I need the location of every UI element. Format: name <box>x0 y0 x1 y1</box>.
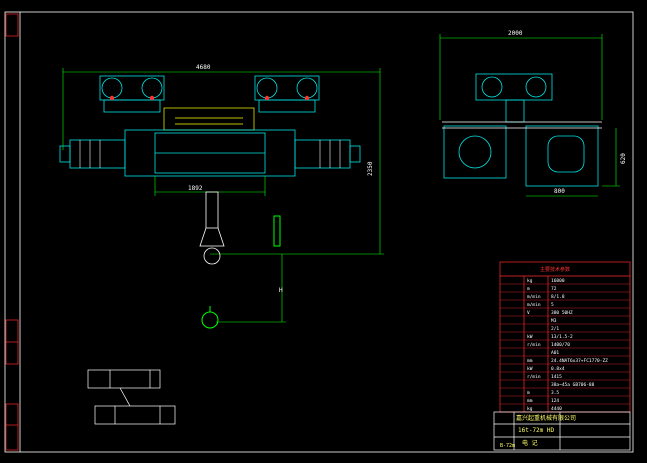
table-row-unit: m <box>527 391 530 396</box>
table-row-unit: r/min <box>527 374 541 380</box>
drawing-frame <box>4 11 634 453</box>
side-width-dimension <box>439 34 603 120</box>
table-row-unit: kW <box>527 366 533 372</box>
table-row-unit: mm <box>527 399 533 404</box>
hook-mark-label: H <box>279 287 283 294</box>
product-name: 16t-72m HD <box>518 427 555 434</box>
table-row-value: 124 <box>551 398 559 404</box>
table-row-value: 380 50HZ <box>551 310 573 316</box>
drawing-number: B-72m <box>500 443 515 449</box>
side-view-body <box>443 73 599 187</box>
table-row-unit: m/min <box>527 294 541 300</box>
table-row-value: 72 <box>551 286 557 292</box>
span-dimension <box>62 68 381 150</box>
table-row-unit: V <box>527 310 530 316</box>
trolley-wheels <box>99 75 320 113</box>
left-margin-blocks <box>5 13 19 451</box>
side-height-label: 620 <box>620 153 627 164</box>
table-row-unit: m <box>527 287 530 292</box>
table-row-value: 3.5 <box>551 390 559 396</box>
table-row-value: M3 <box>551 318 557 324</box>
table-row-value: 2/1 <box>551 326 559 332</box>
table-row-value: 38a~45a GB706-88 <box>551 382 595 388</box>
company-name: 嘉兴起重机械有限公司 <box>516 414 576 422</box>
title-block <box>493 411 631 451</box>
table-row-value: 16000 <box>551 278 565 284</box>
height-dimension <box>210 90 384 255</box>
table-row-value: 4440 <box>551 406 562 412</box>
hook-green <box>201 215 281 329</box>
hook-travel-line <box>216 254 286 323</box>
wheel-markers <box>109 95 310 101</box>
motor-details <box>79 140 341 168</box>
table-row-value: 13/1.5-2 <box>551 334 573 340</box>
hoist-body <box>59 129 361 177</box>
frame-yellow <box>163 107 255 131</box>
table-row-unit: kW <box>527 334 533 340</box>
side-height-dimension <box>526 128 620 197</box>
table-row-value: 1400/70 <box>551 342 570 348</box>
table-row-unit: kg <box>527 406 533 412</box>
sub-span-label: 1892 <box>188 185 203 192</box>
table-header: 主要技术参数 <box>540 266 570 273</box>
side-base-label: 800 <box>554 188 565 195</box>
height-label: 2350 <box>367 161 374 176</box>
table-row-value: 0.8x4 <box>551 366 565 372</box>
motor-sketch <box>87 369 176 425</box>
table-row-unit: r/min <box>527 342 541 348</box>
title-label: 电 记 <box>522 439 538 447</box>
table-row-value: 1415 <box>551 374 562 380</box>
side-width-label: 2000 <box>508 30 523 37</box>
main-span-label: 4680 <box>196 64 211 71</box>
table-row-value: 5 <box>551 302 554 308</box>
table-row-unit: kg <box>527 278 533 284</box>
table-row-value: 8/1.8 <box>551 294 565 300</box>
table-row-unit: m/min <box>527 302 541 308</box>
table-row-value: A01 <box>551 350 559 356</box>
sub-span-dimension <box>154 176 266 196</box>
table-rows: kg 16000 m 72 m/min 8/1.8 m/min 5V 380 50HZ M3 2/1… <box>500 278 630 413</box>
parameter-table <box>499 261 631 413</box>
table-row-unit: mm <box>527 359 533 364</box>
side-view-frame <box>442 121 602 129</box>
hook-block <box>199 191 225 265</box>
table-row-value: 24.4NAT6x37+FC1770-ZZ <box>551 358 608 364</box>
